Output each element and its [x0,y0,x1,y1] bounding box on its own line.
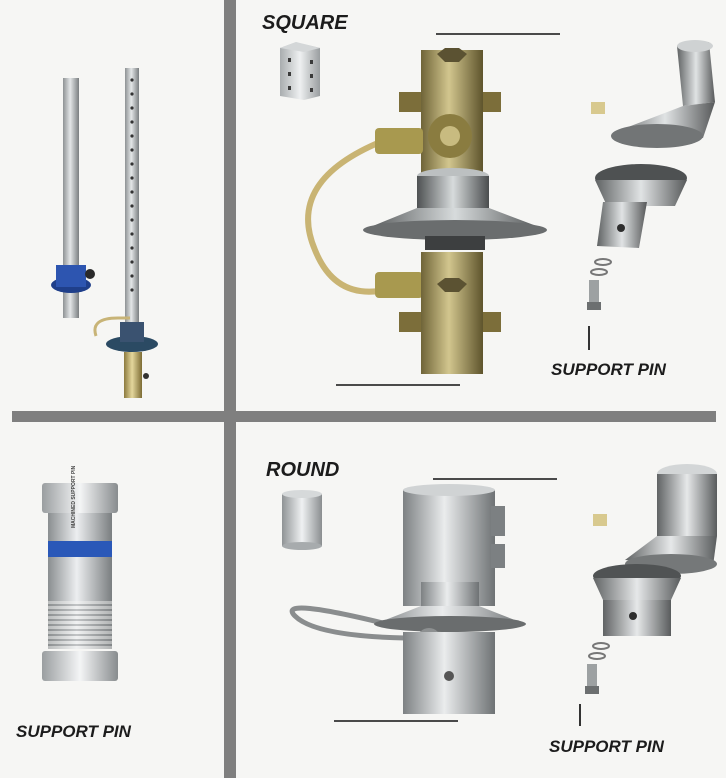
round-post-icon [51,78,95,318]
square-bottom-rule [336,384,460,386]
post-overview-illustration [51,68,158,398]
square-title-rule [436,33,560,35]
round-coupler-exploded [585,464,717,694]
vertical-divider [224,0,236,778]
square-coupler-exploded [587,40,715,310]
square-post-section-icon [280,42,320,100]
round-support-pin-label: SUPPORT PIN [549,737,664,756]
round-title: ROUND [266,459,340,481]
square-support-pin-label: SUPPORT PIN [551,360,666,379]
square-breakaway-assembly [305,48,547,374]
square-pin-leader [588,326,590,350]
support-pin-icon [587,280,601,310]
round-post-section-icon [282,490,322,550]
round-title-rule [433,478,557,480]
support-pin-detail [42,483,118,681]
round-bottom-rule [334,720,458,722]
pin-detail-support-pin-label: SUPPORT PIN [16,722,131,741]
square-title: SQUARE [262,12,348,34]
round-breakaway-assembly [289,484,526,714]
horizontal-divider [12,411,716,422]
support-pin-icon [42,483,118,681]
support-pin-engraving: MACHINED SUPPORT PIN [71,465,77,528]
support-pin-icon [585,664,599,694]
round-pin-leader [579,704,581,726]
square-post-icon [93,68,158,398]
